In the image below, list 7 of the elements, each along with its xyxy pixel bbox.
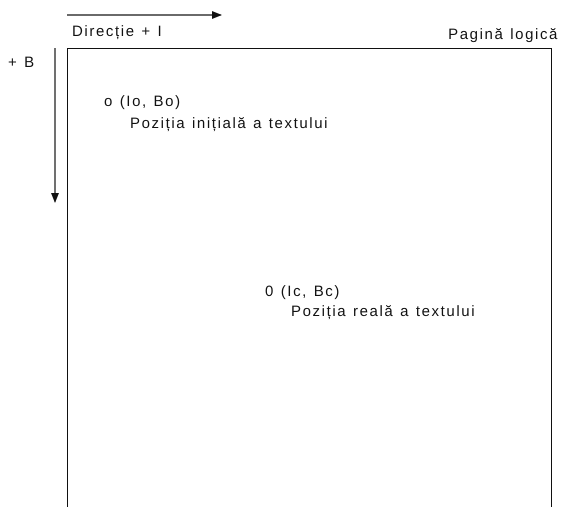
position-caption: Poziția inițială a textului xyxy=(130,115,330,132)
axis-label: Direcție + I xyxy=(72,23,164,40)
page-title: Pagină logică xyxy=(448,26,559,43)
coordinate-label: o (Io, Bo) xyxy=(104,93,182,110)
coordinate-label: 0 (Ic, Bc) xyxy=(265,283,342,300)
position-caption: Poziția reală a textului xyxy=(291,303,476,320)
axis-label: + B xyxy=(8,54,36,71)
